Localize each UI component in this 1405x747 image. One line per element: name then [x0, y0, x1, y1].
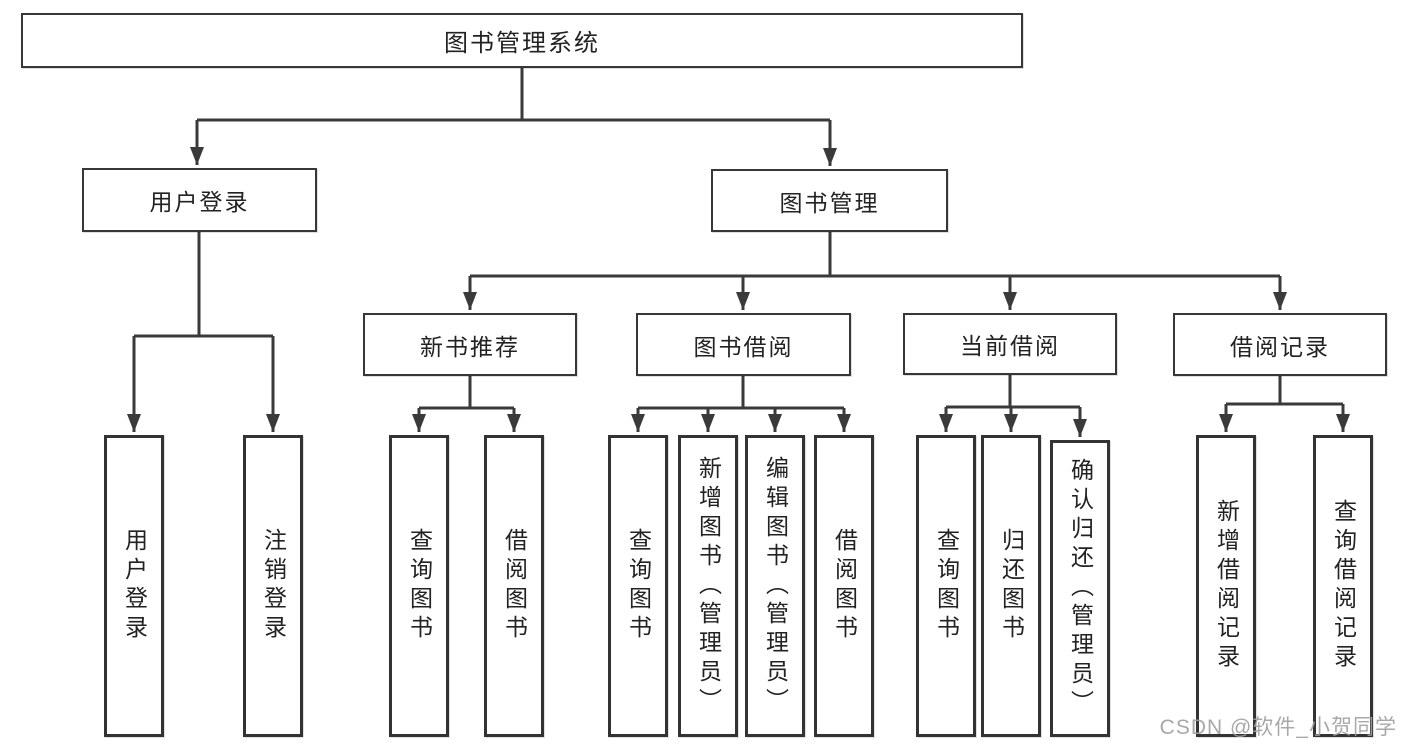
leaf-borrow-books-1: 借阅图书 [484, 435, 544, 737]
leaf-label: 查询借阅记录 [1330, 499, 1357, 673]
node-label: 当前借阅 [960, 333, 1060, 359]
leaf-label: 编辑图书（管理员） [762, 455, 789, 717]
leaf-borrow-books-2: 借阅图书 [814, 435, 874, 737]
node-label: 图书管理系统 [444, 30, 600, 57]
node-label: 新书推荐 [420, 333, 520, 360]
leaf-label: 借阅图书 [831, 528, 858, 644]
connector-records-split [1226, 376, 1343, 406]
connector-new-book-split [419, 376, 514, 410]
node-book-management: 图书管理 [711, 169, 948, 232]
leaf-label: 查询图书 [933, 528, 960, 644]
leaf-query-borrow-record: 查询借阅记录 [1313, 435, 1373, 737]
node-label: 图书借阅 [693, 333, 794, 360]
leaf-query-books-3: 查询图书 [916, 435, 976, 737]
leaf-label: 归还图书 [998, 528, 1025, 644]
node-root-system: 图书管理系统 [21, 13, 1023, 68]
node-borrow-records: 借阅记录 [1173, 313, 1387, 376]
leaf-label: 新增借阅记录 [1213, 499, 1240, 673]
leaf-label: 注销登录 [260, 528, 287, 644]
connector-user-login-split [134, 232, 273, 338]
connector-current-split [946, 375, 1080, 409]
leaf-confirm-return-admin: 确认归还（管理员） [1050, 440, 1110, 737]
leaf-logout: 注销登录 [243, 435, 303, 737]
leaf-query-books-2: 查询图书 [608, 435, 668, 737]
node-label: 借阅记录 [1230, 333, 1330, 360]
node-current-borrowing: 当前借阅 [903, 313, 1117, 375]
leaf-return-books: 归还图书 [981, 435, 1041, 737]
connector-root-split [197, 68, 830, 122]
leaf-label: 查询图书 [406, 528, 433, 644]
connector-borrow-split [638, 376, 844, 410]
leaf-label: 新增图书（管理员） [695, 455, 722, 717]
leaf-label: 用户登录 [121, 528, 148, 644]
leaf-label: 确认归还（管理员） [1067, 458, 1094, 719]
node-book-borrowing: 图书借阅 [636, 313, 851, 376]
node-label: 用户登录 [149, 189, 250, 215]
leaf-user-login: 用户登录 [104, 435, 164, 737]
leaf-add-books-admin: 新增图书（管理员） [678, 435, 738, 737]
leaf-label: 借阅图书 [501, 528, 528, 644]
node-label: 图书管理 [779, 189, 880, 216]
leaf-add-borrow-record: 新增借阅记录 [1196, 435, 1256, 737]
leaf-label: 查询图书 [625, 528, 652, 644]
node-user-login: 用户登录 [82, 168, 317, 232]
csdn-watermark: CSDN @软件_小贺同学 [1159, 716, 1397, 739]
leaf-edit-books-admin: 编辑图书（管理员） [745, 435, 805, 737]
connector-book-mgmt-split [470, 232, 1280, 278]
leaf-query-books-1: 查询图书 [389, 435, 449, 737]
node-new-book-recommend: 新书推荐 [363, 313, 577, 376]
